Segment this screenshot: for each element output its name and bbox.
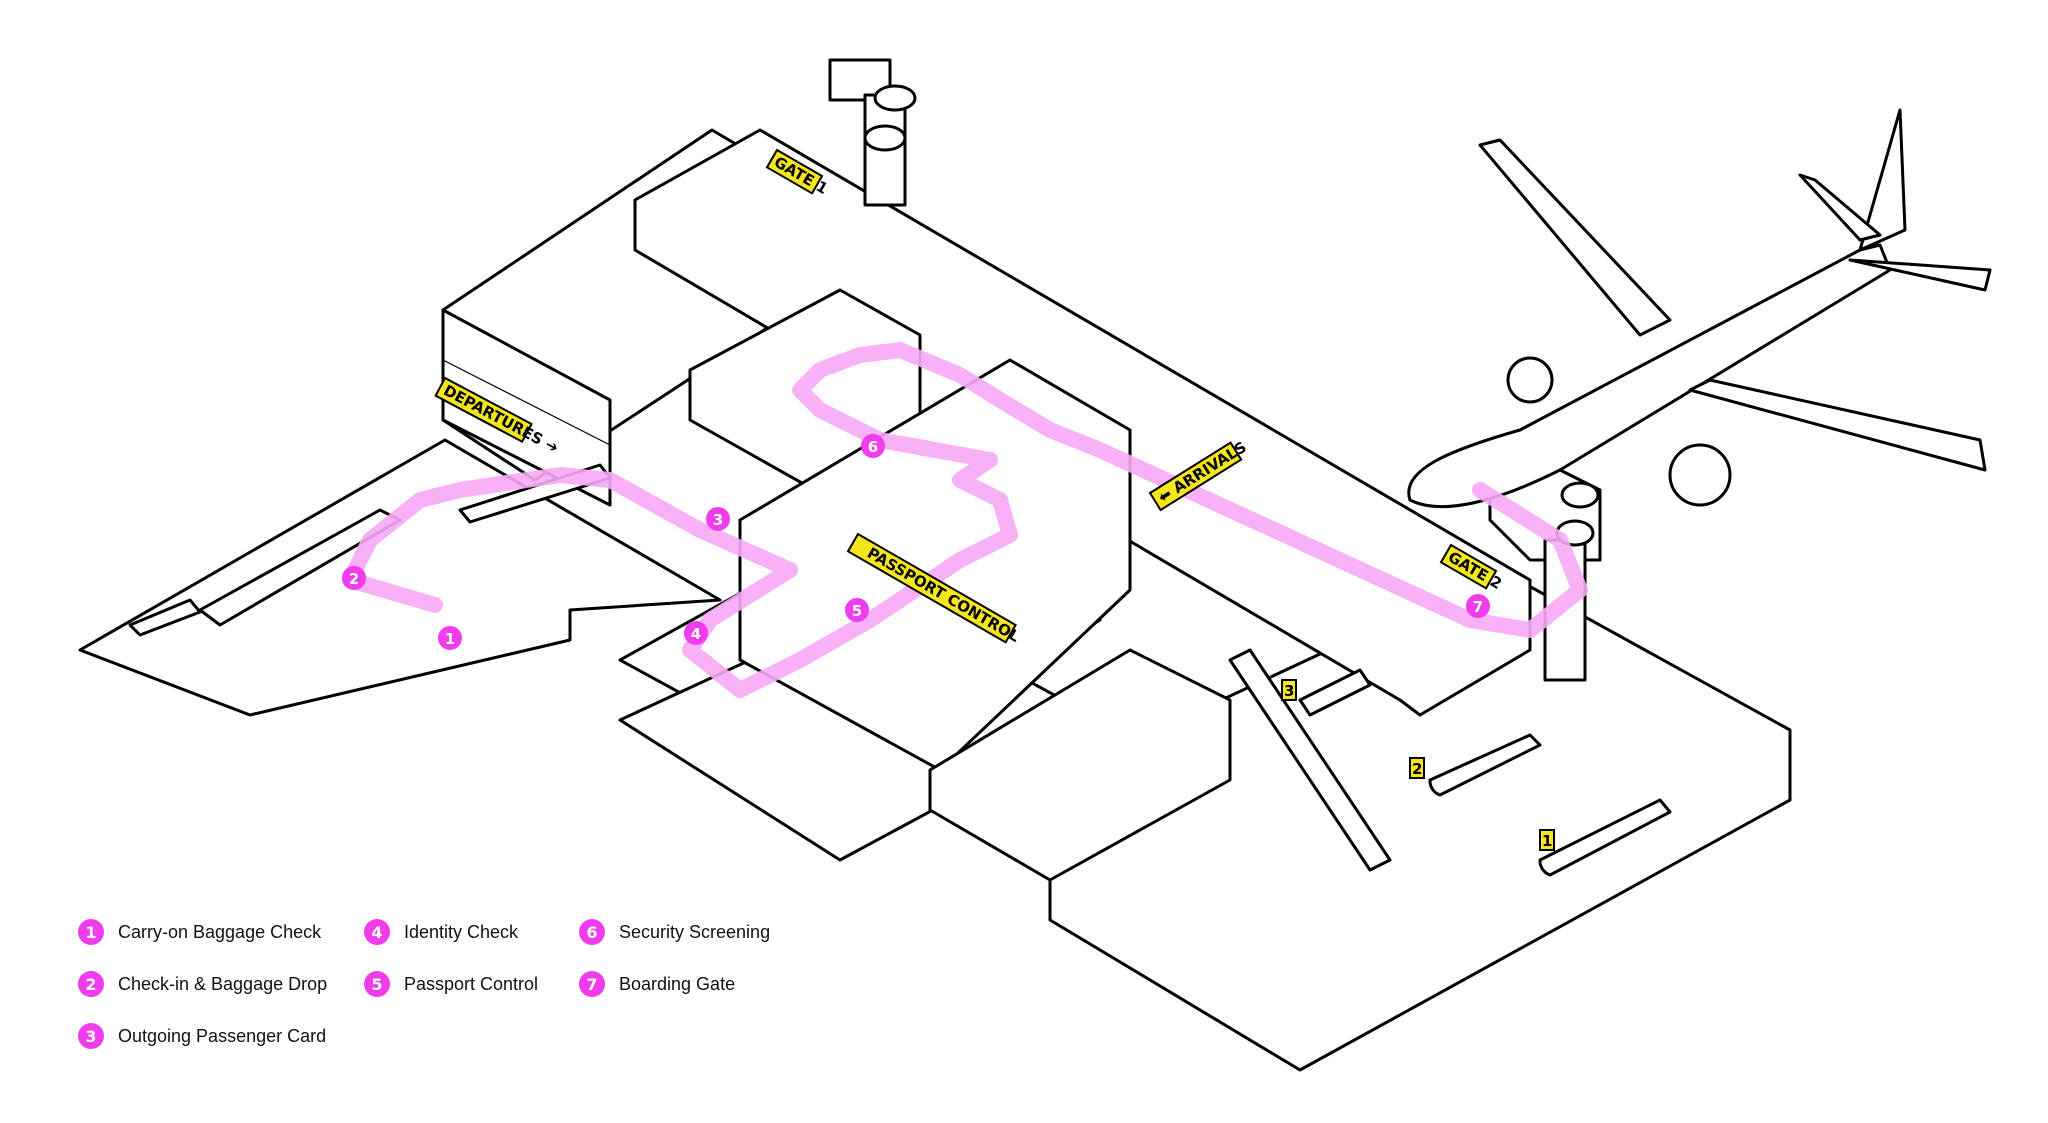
legend-label: Passport Control xyxy=(404,973,539,994)
escalator xyxy=(1228,648,1392,872)
legend-label: Outgoing Passenger Card xyxy=(118,1025,327,1046)
carousel-2-sign: 2 xyxy=(1409,757,1425,779)
main-pier xyxy=(633,128,1532,882)
jet-bridge-gate1 xyxy=(828,58,917,207)
svg-text:4: 4 xyxy=(691,625,701,643)
step-marker-2: 2 xyxy=(342,566,366,590)
legend-item: 5 Passport Control xyxy=(364,969,538,999)
svg-text:1: 1 xyxy=(445,630,455,648)
svg-text:7: 7 xyxy=(1473,598,1483,616)
svg-text:2: 2 xyxy=(349,570,359,588)
checkin-counters xyxy=(128,508,402,637)
baggage-carousels xyxy=(1298,668,1672,877)
step-badge: 5 xyxy=(364,971,390,997)
step-badge: 2 xyxy=(78,971,104,997)
svg-text:2: 2 xyxy=(1412,760,1422,778)
svg-text:3: 3 xyxy=(713,511,723,529)
step-marker-3: 3 xyxy=(706,507,730,531)
legend-label: Identity Check xyxy=(404,921,519,942)
svg-text:1: 1 xyxy=(1542,832,1552,850)
step-marker-5: 5 xyxy=(845,598,869,622)
airplane xyxy=(1407,108,1992,509)
step-marker-6: 6 xyxy=(861,434,885,458)
legend-label: Carry-on Baggage Check xyxy=(118,921,322,942)
carousel-1-sign: 1 xyxy=(1539,829,1555,851)
legend-label: Security Screening xyxy=(619,921,771,942)
legend-label: Boarding Gate xyxy=(619,973,736,994)
step-marker-4: 4 xyxy=(684,621,708,645)
step-badge: 4 xyxy=(364,919,390,945)
carousel-3-sign: 3 xyxy=(1281,679,1297,701)
legend-item: 6 Security Screening xyxy=(579,917,770,947)
step-badge: 7 xyxy=(579,971,605,997)
svg-text:6: 6 xyxy=(868,438,878,456)
legend-item: 2 Check-in & Baggage Drop xyxy=(78,969,327,999)
step-marker-1: 1 xyxy=(438,626,462,650)
step-badge: 1 xyxy=(78,919,104,945)
svg-text:5: 5 xyxy=(852,602,862,620)
legend-label: Check-in & Baggage Drop xyxy=(118,973,328,994)
legend-item: 3 Outgoing Passenger Card xyxy=(78,1021,326,1051)
legend-item: 7 Boarding Gate xyxy=(579,969,735,999)
step-badge: 6 xyxy=(579,919,605,945)
step-marker-7: 7 xyxy=(1466,594,1490,618)
legend-item: 4 Identity Check xyxy=(364,917,518,947)
legend-item: 1 Carry-on Baggage Check xyxy=(78,917,321,947)
passenger-route xyxy=(342,342,1588,698)
step-badge: 3 xyxy=(78,1023,104,1049)
svg-text:3: 3 xyxy=(1284,682,1294,700)
